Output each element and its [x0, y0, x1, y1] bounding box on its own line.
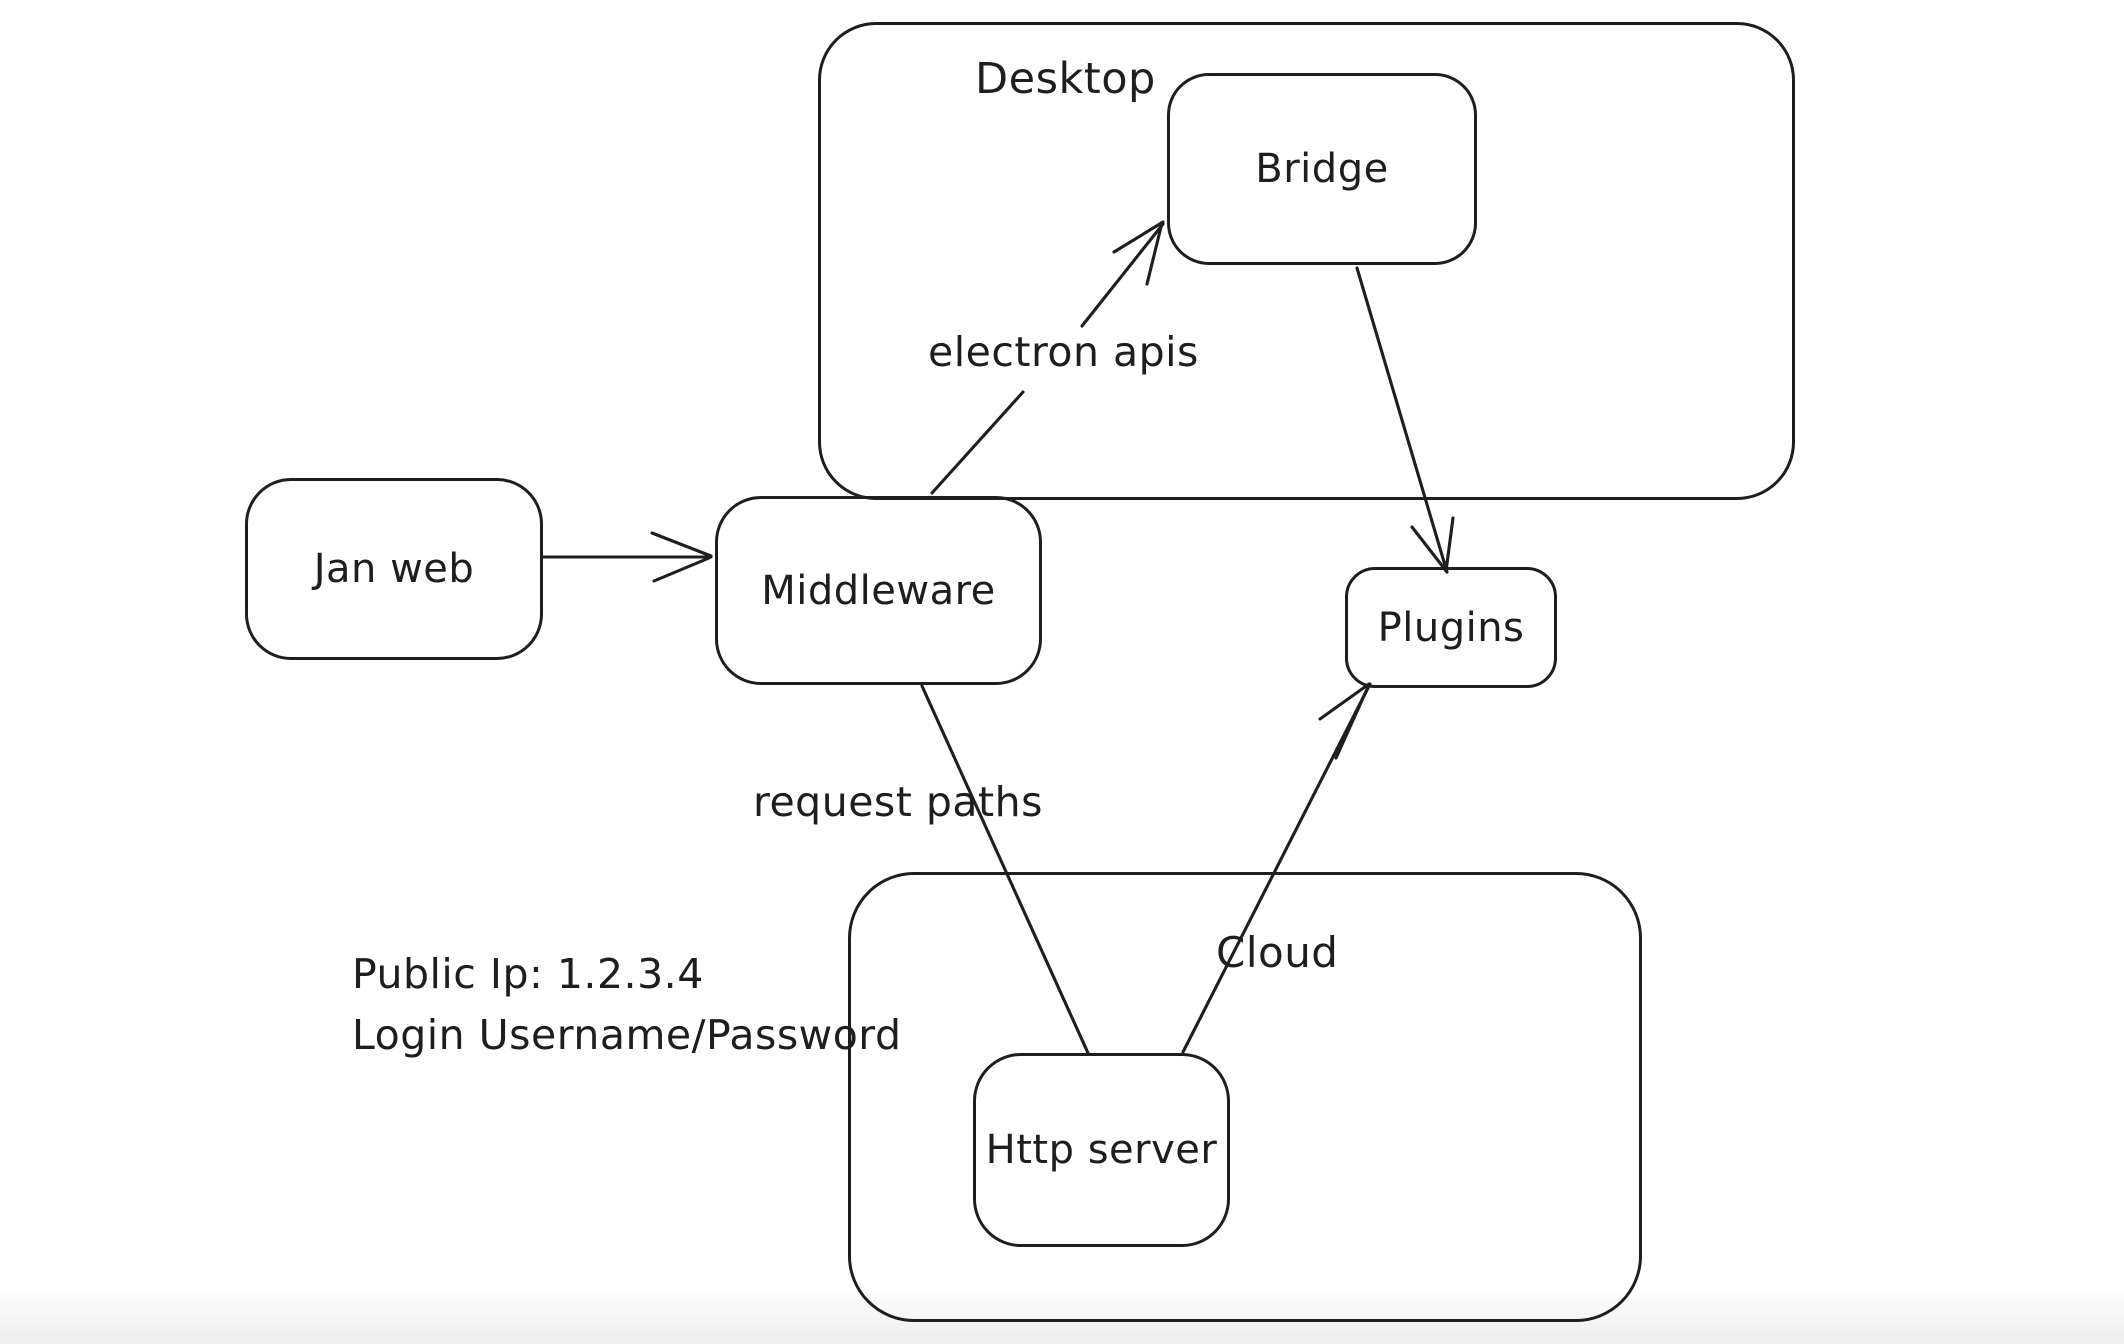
node-middleware-label: Middleware	[761, 567, 996, 614]
node-http-server[interactable]: Http server	[973, 1053, 1230, 1247]
annotation-credentials[interactable]: Public Ip: 1.2.3.4 Login Username/Passwo…	[352, 944, 901, 1066]
arrow-jan-web-to-middleware[interactable]	[541, 531, 713, 583]
edge-label-request-paths[interactable]: request paths	[753, 778, 1043, 826]
node-bridge-label: Bridge	[1255, 146, 1389, 192]
container-desktop-label[interactable]: Desktop	[975, 54, 1156, 104]
node-plugins-label: Plugins	[1377, 604, 1525, 651]
node-bridge[interactable]: Bridge	[1167, 73, 1477, 265]
node-middleware[interactable]: Middleware	[715, 496, 1042, 685]
node-jan-web[interactable]: Jan web	[245, 478, 543, 660]
bottom-fade	[0, 1286, 2124, 1344]
container-cloud-label[interactable]: Cloud	[1216, 928, 1339, 977]
node-http-server-label: Http server	[985, 1127, 1218, 1173]
node-jan-web-label: Jan web	[313, 546, 475, 592]
annotation-login: Login Username/Password	[352, 1011, 902, 1059]
edge-label-electron-apis[interactable]: electron apis	[928, 328, 1199, 376]
container-desktop[interactable]	[818, 22, 1795, 500]
annotation-public-ip: Public Ip: 1.2.3.4	[352, 950, 704, 998]
node-plugins[interactable]: Plugins	[1345, 567, 1557, 688]
